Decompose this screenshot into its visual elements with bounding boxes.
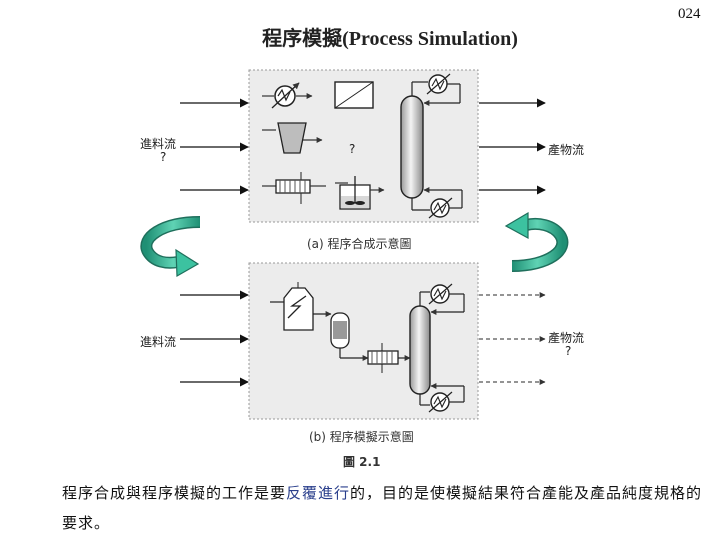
product-stream-qmark-b: ? bbox=[565, 344, 572, 358]
body-paragraph: 程序合成與程序模擬的工作是要反覆進行的，目的是使模擬結果符合產能及產品純度規格的… bbox=[62, 478, 712, 538]
distillation-column-icon bbox=[400, 73, 463, 219]
heater-icon bbox=[262, 82, 313, 109]
product-arrows-b-dashed bbox=[479, 292, 546, 385]
feed-arrows-a bbox=[180, 98, 249, 195]
shell-tube-exchanger-b-icon bbox=[367, 343, 411, 373]
feed-stream-label-a: 進料流 bbox=[140, 137, 177, 151]
synthesis-panel bbox=[180, 69, 546, 223]
body-highlight: 反覆進行 bbox=[286, 484, 351, 502]
packed-vessel-icon bbox=[330, 312, 369, 361]
process-figure bbox=[140, 69, 569, 420]
feed-stream-qmark-a: ? bbox=[160, 150, 167, 164]
product-stream-label-a: 產物流 bbox=[548, 143, 585, 157]
figure-label: 圖 2.1 bbox=[343, 455, 381, 469]
slide-title: 程序模擬(Process Simulation) bbox=[262, 28, 518, 50]
body-text-before: 程序合成與程序模擬的工作是要 bbox=[62, 484, 287, 502]
body-text-after: 的，目的是使模擬結果符合產能及產品純度規格的要求。 bbox=[62, 484, 703, 532]
cycle-arrow-right-icon bbox=[504, 211, 569, 272]
caption-a: (a) 程序合成示意圖 bbox=[307, 237, 412, 251]
hopper-icon bbox=[262, 122, 323, 154]
shell-tube-exchanger-icon bbox=[262, 172, 326, 204]
caption-b: (b) 程序模擬示意圖 bbox=[309, 430, 414, 444]
product-arrows-a bbox=[479, 98, 546, 195]
filter-unit-icon bbox=[334, 81, 374, 109]
distillation-column-b-icon bbox=[409, 283, 465, 413]
simulation-panel bbox=[180, 262, 546, 420]
cycle-arrow-left-icon bbox=[140, 216, 201, 278]
stirred-tank-icon bbox=[335, 176, 385, 210]
reactor-icon bbox=[270, 282, 332, 331]
page-number: 024 bbox=[678, 6, 701, 22]
feed-arrows-b bbox=[180, 290, 249, 387]
feed-stream-label-b: 進料流 bbox=[140, 335, 177, 349]
unit-qmark-a: ? bbox=[349, 142, 356, 156]
product-stream-label-b: 產物流 bbox=[548, 331, 585, 345]
